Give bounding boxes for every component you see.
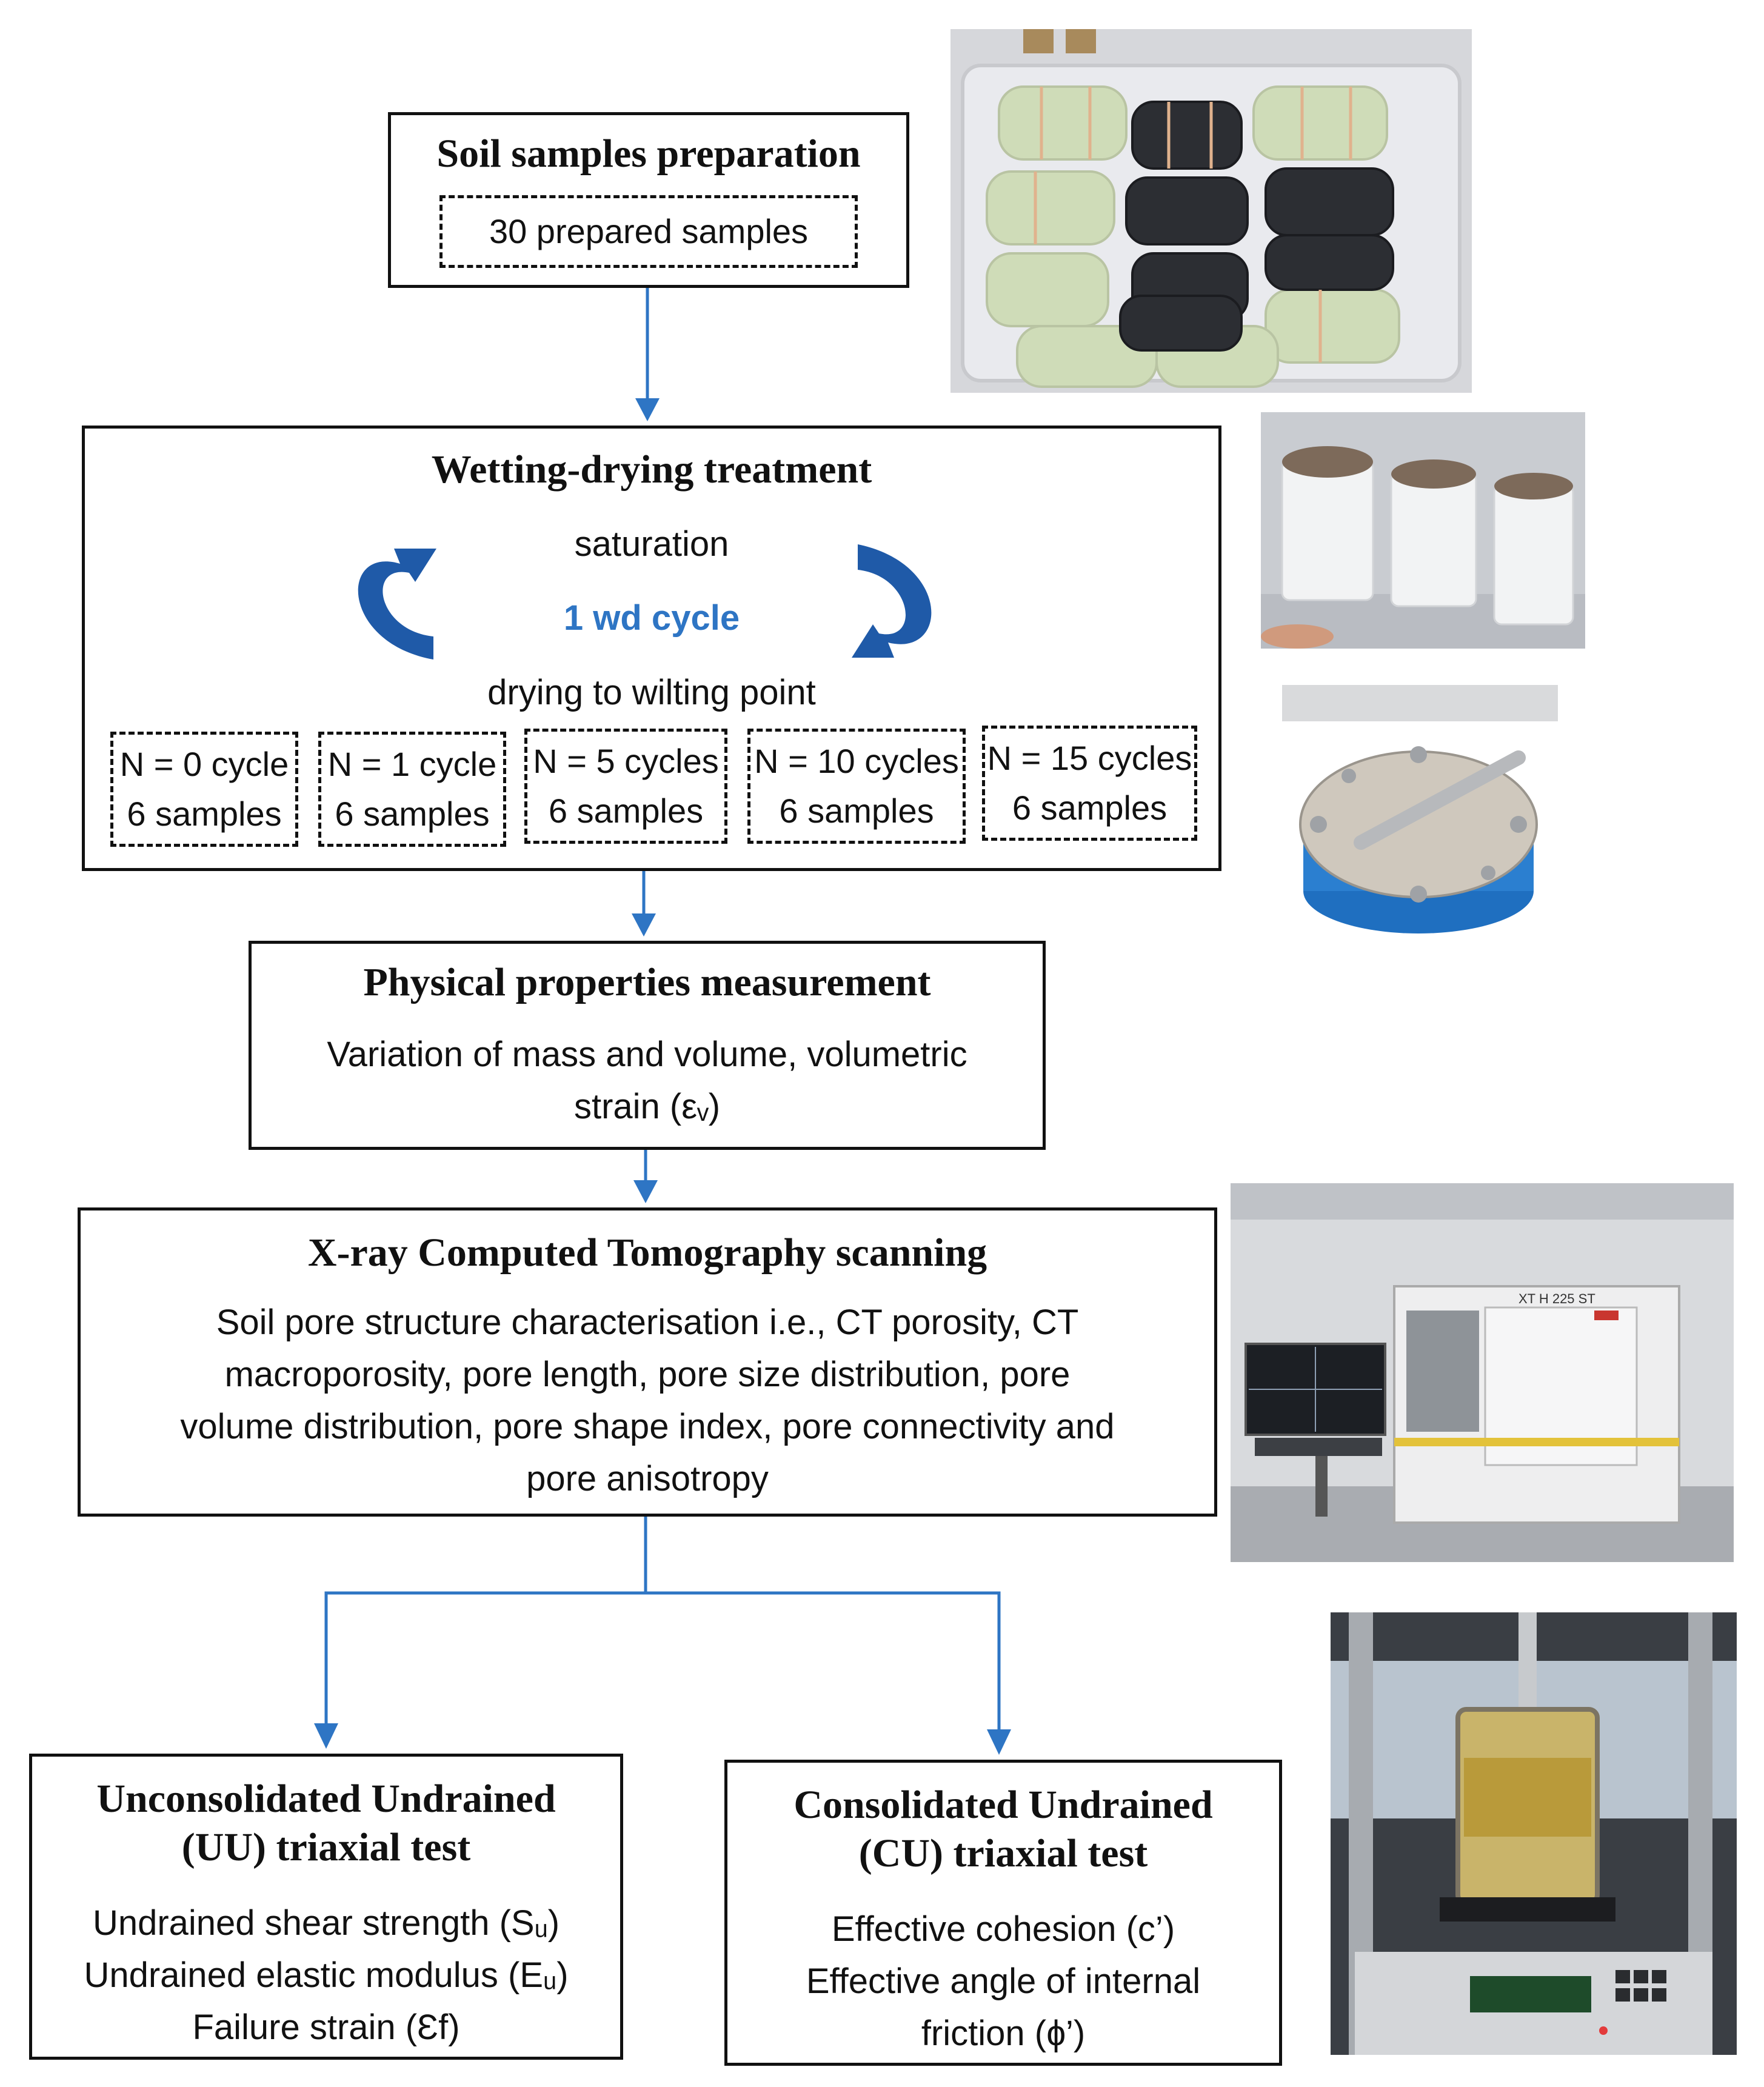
step-xray-ct-scanning: X-ray Computed Tomography scanning Soil …	[78, 1207, 1217, 1517]
arrowhead	[987, 1729, 1011, 1755]
branch-connector-right	[646, 1591, 1001, 1732]
step-title: Unconsolidated Undrained (UU) triaxial t…	[96, 1777, 556, 1869]
group-n5: N = 5 cycles 6 samples	[524, 729, 727, 844]
photo-saturated-samples	[1261, 412, 1585, 649]
group-samples: 6 samples	[779, 792, 934, 830]
step-description: Effective cohesion (c’) Effective angle …	[806, 1909, 1201, 2053]
group-samples: 6 samples	[1012, 789, 1168, 827]
scanner-model-label: XT H 225 ST	[1518, 1291, 1595, 1306]
group-cycles: N = 10 cycles	[754, 742, 959, 780]
prepared-samples-label: 30 prepared samples	[489, 212, 809, 250]
step-title: Physical properties measurement	[363, 960, 931, 1004]
group-n0: N = 0 cycle 6 samples	[110, 732, 298, 847]
arrowhead	[635, 398, 660, 421]
step-physical-properties: Physical properties measurement Variatio…	[249, 941, 1046, 1150]
step-description: Variation of mass and volume, volumetric…	[327, 1035, 967, 1126]
photo-chamber-graphic	[1282, 685, 1558, 933]
group-n15: N = 15 cycles 6 samples	[982, 726, 1197, 841]
group-cycles: N = 5 cycles	[533, 742, 719, 780]
group-cycles: N = 1 cycle	[327, 745, 497, 783]
cycle-arrow-right-icon	[852, 544, 932, 658]
photo-triaxial-apparatus	[1331, 1612, 1737, 2055]
group-n10: N = 10 cycles 6 samples	[747, 729, 966, 844]
step-description: Undrained shear strength (Sᵤ) Undrained …	[84, 1903, 569, 2047]
step-description: Soil pore structure characterisation i.e…	[180, 1303, 1115, 1498]
photo-samples-graphic	[950, 29, 1472, 393]
arrowhead	[314, 1723, 338, 1749]
photo-vacuum-chamber	[1282, 685, 1558, 946]
group-samples: 6 samples	[335, 795, 490, 833]
saturation-label: saturation	[574, 524, 729, 564]
photo-tubes-graphic	[1261, 412, 1585, 649]
step-soil-samples-preparation: Soil samples preparation 30 prepared sam…	[388, 112, 909, 288]
step-title: X-ray Computed Tomography scanning	[307, 1230, 987, 1275]
step-title: Wetting-drying treatment	[431, 447, 872, 492]
photo-wrapped-soil-samples	[950, 29, 1472, 393]
group-n1: N = 1 cycle 6 samples	[318, 732, 506, 847]
prepared-samples-box: 30 prepared samples	[439, 195, 858, 268]
arrowhead	[632, 913, 656, 937]
group-cycles: N = 15 cycles	[987, 739, 1192, 777]
step-cu-triaxial-test: Consolidated Undrained (CU) triaxial tes…	[724, 1760, 1282, 2066]
branch-connector	[324, 1517, 647, 1726]
wd-cycle-label: 1 wd cycle	[563, 598, 740, 638]
drying-label: drying to wilting point	[487, 673, 816, 712]
step-title: Soil samples preparation	[436, 132, 861, 176]
cycle-arrow-left-icon	[358, 549, 436, 659]
photo-scanner-graphic: XT H 225 ST	[1231, 1183, 1734, 1562]
step-wetting-drying-treatment: Wetting-drying treatment saturation 1 wd…	[82, 426, 1221, 871]
step-uu-triaxial-test: Unconsolidated Undrained (UU) triaxial t…	[29, 1754, 623, 2060]
arrowhead	[633, 1180, 658, 1203]
group-samples: 6 samples	[127, 795, 282, 833]
step-title: Consolidated Undrained (CU) triaxial tes…	[793, 1783, 1213, 1875]
photo-xray-ct-scanner: XT H 225 ST	[1231, 1183, 1734, 1562]
group-samples: 6 samples	[548, 792, 704, 830]
photo-triaxial-graphic	[1331, 1612, 1737, 2055]
group-cycles: N = 0 cycle	[119, 745, 289, 783]
